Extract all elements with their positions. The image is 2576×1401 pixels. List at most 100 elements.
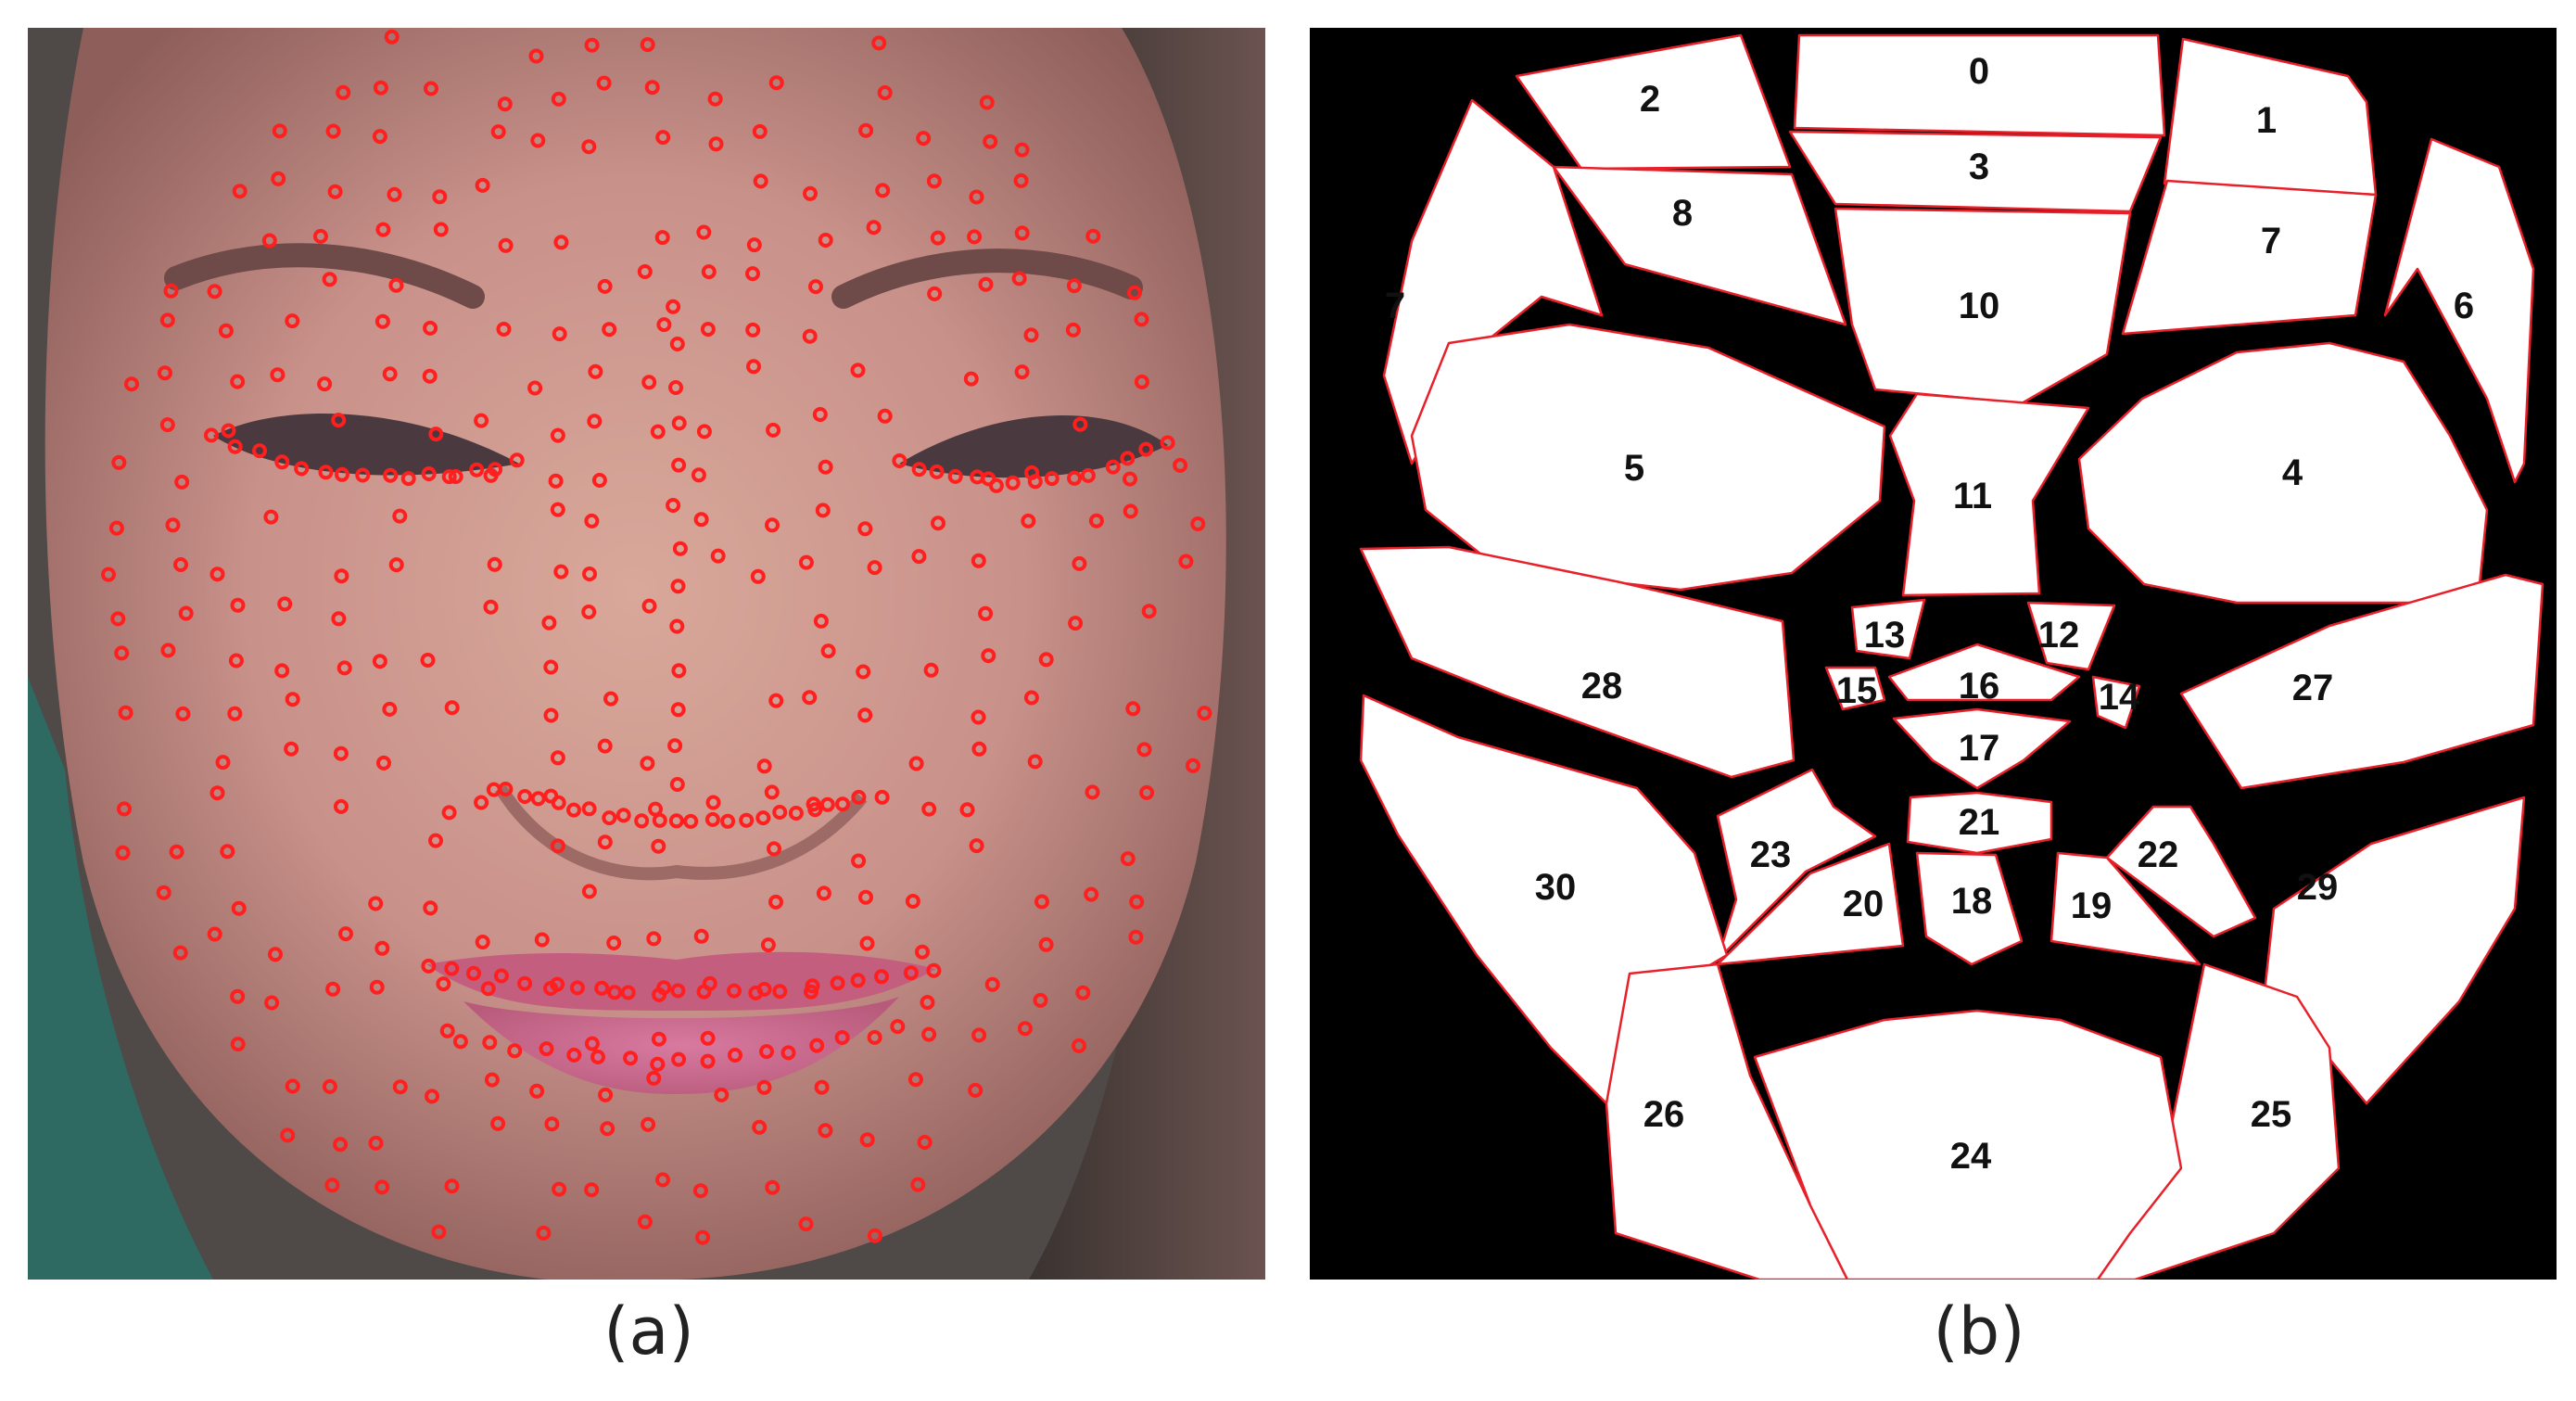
- label-10: 10: [1959, 286, 2000, 326]
- region-5: [1410, 323, 1886, 592]
- region-1: [2163, 37, 2378, 197]
- landmark-marker: [615, 808, 631, 823]
- landmark-marker: [317, 376, 333, 392]
- landmark-marker: [603, 691, 618, 707]
- landmark-marker: [507, 1043, 523, 1059]
- landmark-marker: [857, 707, 873, 723]
- label-23: 23: [1750, 834, 1792, 875]
- landmark-marker: [979, 95, 995, 110]
- landmark-marker: [1134, 374, 1149, 389]
- landmark-marker: [597, 834, 613, 850]
- landmark-marker: [1160, 435, 1175, 451]
- landmark-marker: [693, 512, 709, 528]
- landmark-marker: [548, 473, 564, 489]
- landmark-marker: [334, 568, 349, 584]
- landmark-marker: [227, 706, 243, 721]
- landmark-marker: [701, 264, 717, 280]
- landmark-marker: [752, 1119, 768, 1135]
- landmark-marker: [469, 462, 485, 478]
- landmark-marker: [475, 935, 490, 949]
- region-28: [1359, 545, 1796, 779]
- landmark-marker: [368, 896, 384, 911]
- landmark-marker: [669, 618, 685, 634]
- label-29: 29: [2297, 867, 2339, 908]
- landmark-marker: [327, 184, 343, 199]
- label-4: 4: [2282, 452, 2303, 493]
- landmark-marker: [552, 326, 567, 342]
- landmark-marker: [441, 469, 457, 485]
- landmark-marker: [877, 85, 893, 100]
- landmark-marker: [917, 1135, 933, 1150]
- landmark-marker: [475, 177, 490, 193]
- landmark-marker: [818, 459, 833, 475]
- landmark-marker: [788, 806, 804, 821]
- landmark-marker: [1129, 894, 1145, 910]
- landmark-marker: [484, 1072, 500, 1088]
- region-23: [1716, 768, 1877, 962]
- landmark-marker: [110, 611, 126, 627]
- label-7-left: 7: [1385, 286, 1405, 326]
- landmark-marker: [1120, 451, 1136, 466]
- landmark-marker: [669, 337, 685, 351]
- landmark-marker: [1014, 364, 1030, 380]
- right-eye: [899, 414, 1168, 478]
- caption-a: (a): [603, 1293, 694, 1369]
- landmark-marker: [227, 439, 243, 454]
- landmark-marker: [1023, 327, 1039, 343]
- landmark-marker: [969, 838, 984, 854]
- landmark-marker: [207, 284, 222, 299]
- landmark-marker: [421, 958, 437, 974]
- label-11: 11: [1953, 476, 1992, 516]
- landmark-marker: [424, 81, 438, 96]
- landmark-marker: [905, 894, 920, 909]
- region-18: [1915, 851, 2024, 966]
- landmark-marker: [908, 756, 924, 771]
- landmark-marker: [423, 900, 438, 916]
- landmark-marker: [700, 322, 716, 338]
- landmark-marker: [444, 700, 460, 716]
- landmark-marker: [566, 1047, 582, 1063]
- landmark-marker: [851, 789, 867, 805]
- landmark-marker: [124, 376, 139, 392]
- landmark-marker: [318, 465, 334, 480]
- landmark-marker: [335, 466, 349, 482]
- landmark-marker: [692, 1183, 708, 1199]
- landmark-marker: [764, 784, 780, 800]
- landmark-marker: [640, 756, 655, 771]
- landmark-marker: [425, 1089, 439, 1104]
- landmark-marker: [392, 1079, 408, 1095]
- landmark-marker: [867, 1228, 882, 1243]
- region-17: [1892, 707, 2072, 790]
- landmark-marker: [488, 462, 503, 478]
- landmark-marker: [544, 1116, 560, 1132]
- landmark-marker: [668, 380, 683, 395]
- landmark-marker: [543, 659, 559, 675]
- landmark-marker: [812, 407, 828, 422]
- landmark-marker: [115, 845, 131, 860]
- landmark-marker: [220, 844, 235, 860]
- landmark-marker: [118, 705, 133, 720]
- landmark-marker: [422, 368, 438, 384]
- landmark-marker: [1134, 312, 1149, 327]
- label-12: 12: [2038, 615, 2080, 656]
- region-19: [2049, 851, 2202, 966]
- landmark-marker: [1080, 467, 1096, 483]
- label-24: 24: [1950, 1136, 1992, 1177]
- landmark-marker: [867, 1029, 882, 1045]
- landmark-marker: [892, 453, 907, 468]
- landmark-marker: [428, 427, 444, 442]
- landmark-marker: [596, 75, 612, 91]
- landmark-marker: [368, 1135, 384, 1151]
- landmark-marker: [597, 278, 613, 294]
- region-27: [2179, 573, 2544, 790]
- label-8: 8: [1672, 193, 1693, 234]
- region-labels: 0 1 2 3 4 5 6 7 7 8 10 11 12 13 14 15 16…: [1385, 51, 2474, 1177]
- landmark-marker: [534, 932, 550, 948]
- label-13: 13: [1864, 615, 1906, 656]
- landmark-marker: [178, 605, 194, 621]
- landmark-marker: [331, 611, 347, 627]
- landmark-marker: [646, 931, 662, 947]
- landmark-marker: [728, 1048, 742, 1063]
- landmark-marker: [474, 795, 489, 810]
- landmark-marker: [859, 1132, 875, 1148]
